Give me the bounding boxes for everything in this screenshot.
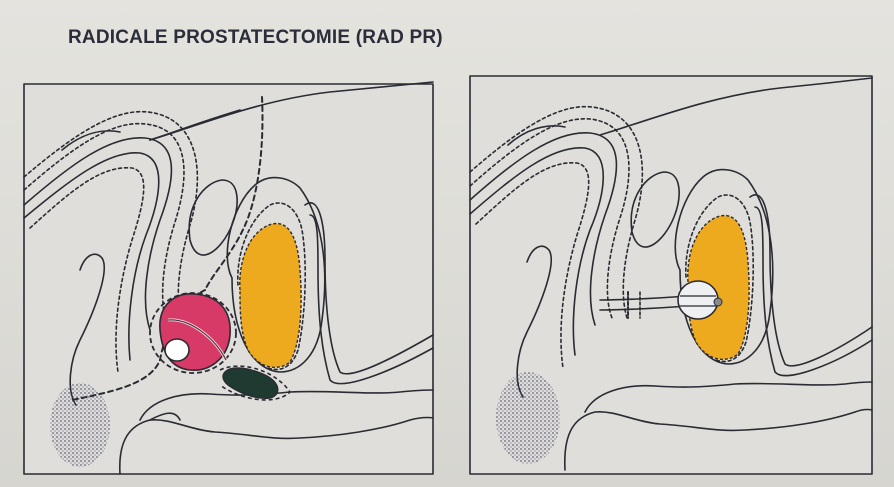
bladder-wall-fill xyxy=(240,223,301,367)
urethra-lumen xyxy=(165,339,189,361)
stipple-tissue xyxy=(50,383,110,467)
stipple-tissue xyxy=(496,372,560,464)
